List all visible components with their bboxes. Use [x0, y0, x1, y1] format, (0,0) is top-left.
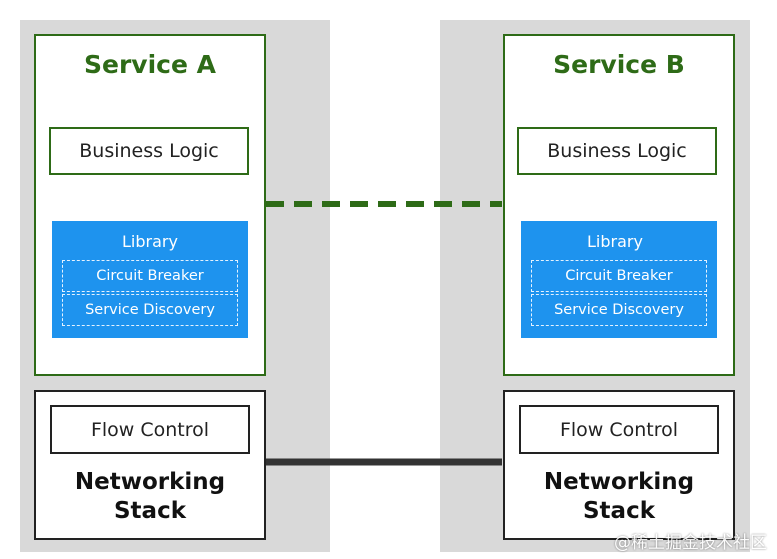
service-b-library-box	[521, 221, 717, 338]
service-b-circuit-breaker: Circuit Breaker	[531, 260, 707, 292]
service-a-library-title: Library	[122, 232, 178, 251]
service-a-networking-stack-title: Networking Stack	[34, 468, 266, 526]
service-a-flow-control: Flow Control	[50, 405, 250, 454]
service-b-networking-stack-title: Networking Stack	[503, 468, 735, 526]
service-a-circuit-breaker: Circuit Breaker	[62, 260, 238, 292]
service-b-title: Service B	[553, 50, 685, 79]
service-a-title: Service A	[84, 50, 216, 79]
service-b-flow-control: Flow Control	[519, 405, 719, 454]
networking-label: Networking	[543, 469, 695, 495]
service-b-service-discovery: Service Discovery	[531, 294, 707, 326]
service-a-library-box	[52, 221, 248, 338]
networking-label: Networking	[74, 469, 226, 495]
service-b-library-title: Library	[587, 232, 643, 251]
service-b-business-logic: Business Logic	[517, 127, 717, 175]
service-a-service-discovery: Service Discovery	[62, 294, 238, 326]
stack-label: Stack	[582, 498, 655, 524]
watermark: @稀土掘金技术社区	[614, 533, 767, 553]
stack-label: Stack	[113, 498, 186, 524]
service-a-business-logic: Business Logic	[49, 127, 249, 175]
